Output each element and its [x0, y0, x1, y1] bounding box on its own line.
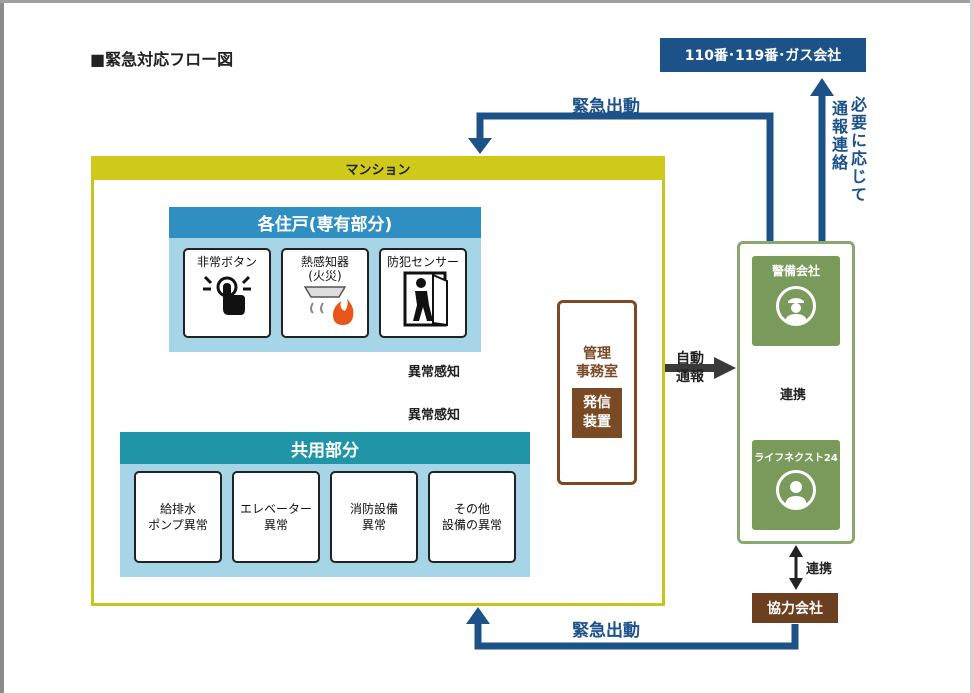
operator-icon: [776, 470, 816, 510]
dispatch-arrowhead-top: [468, 138, 492, 154]
lifenext-label: ライフネクスト24: [754, 453, 838, 464]
notify-as-needed-label: 必要に応じて: [848, 96, 867, 204]
transmitter-device: 発信 装置: [572, 388, 622, 438]
auto-report-label: 自動 通報: [676, 351, 704, 385]
lifenext-box: ライフネクスト24: [752, 440, 840, 530]
frame-edge: [0, 0, 4, 693]
detect-label-units: 異常感知: [408, 365, 461, 380]
link-label-1: 連携: [780, 388, 807, 403]
operator-figure: [785, 481, 807, 507]
link-arrowhead-up-2: [789, 545, 803, 557]
device-emergency-button: 非常ボタン: [183, 248, 271, 338]
units-panel-title: 各住戸(専有部分): [169, 207, 481, 238]
link-arrowhead-down-2: [789, 578, 803, 590]
device-label: 熱感知器 (火災): [300, 255, 349, 283]
diagram-title: ■緊急対応フロー図: [90, 50, 234, 69]
dispatch-line-top: [476, 112, 774, 242]
common-item-label: その他 設備の異常: [441, 502, 502, 532]
common-item-label: 消防設備 異常: [349, 502, 398, 532]
mansion-title: マンション: [91, 156, 665, 180]
common-item-elevator: エレベーター 異常: [232, 471, 320, 563]
notify-contact-label: 通報連絡: [829, 100, 848, 172]
partner-company-box: 協力会社: [752, 593, 838, 623]
emergency-dispatch-label-bottom: 緊急出動: [572, 621, 640, 641]
device-security-sensor: 防犯センサー: [379, 248, 467, 338]
emergency-button-icon: [203, 275, 251, 315]
device-label: 防犯センサー: [386, 255, 459, 269]
notify-arrowhead: [810, 78, 834, 96]
detect-label-common: 異常感知: [408, 408, 461, 423]
device-heat-detector: 熱感知器 (火災): [281, 248, 369, 338]
frame-edge: [970, 0, 973, 693]
common-item-pump: 給排水 ポンプ異常: [134, 471, 222, 563]
management-office-title: 管理 事務室: [576, 346, 618, 380]
common-item-label: 給排水 ポンプ異常: [148, 502, 208, 532]
common-item-label: エレベーター 異常: [239, 502, 312, 532]
common-item-fire-equipment: 消防設備 異常: [330, 471, 418, 563]
heat-detector-icon: [303, 286, 354, 325]
dispatch-arrowhead-bottom: [466, 607, 490, 624]
common-item-other: その他 設備の異常: [428, 471, 516, 563]
security-guard-icon: [776, 286, 816, 326]
security-sensor-icon: [403, 271, 448, 327]
security-company-box: 警備会社: [752, 256, 840, 346]
device-label: 非常ボタン: [196, 255, 257, 269]
external-authorities-box: 110番･119番･ガス会社: [660, 38, 866, 72]
dispatch-line-bottom: [474, 622, 799, 650]
emergency-dispatch-label-top: 緊急出動: [572, 97, 640, 117]
guard-figure: [785, 298, 807, 323]
link-label-2: 連携: [806, 562, 833, 577]
common-areas-title: 共用部分: [120, 432, 530, 464]
security-company-label: 警備会社: [771, 264, 820, 278]
frame-edge: [0, 0, 973, 3]
auto-report-arrowhead: [714, 357, 736, 379]
